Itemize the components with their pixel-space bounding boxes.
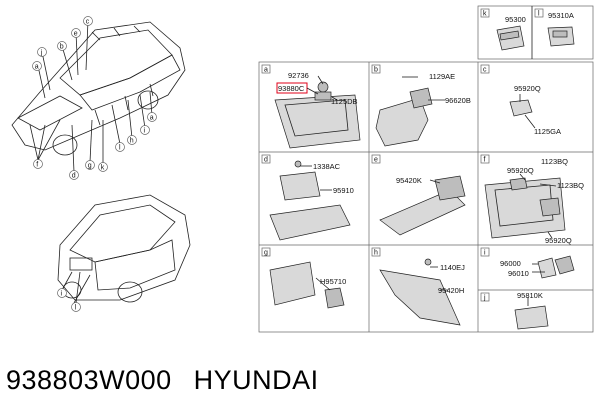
label-i-1: 96010 xyxy=(508,269,529,278)
callout-front-5: a xyxy=(150,115,154,122)
label-f-1: 95920Q xyxy=(507,166,534,175)
panel-letter-c-text: c xyxy=(483,67,487,74)
label-c-0: 95920Q xyxy=(514,84,541,93)
label-b-0: 1129AE xyxy=(429,72,455,81)
front-callouts xyxy=(29,19,153,173)
callout-front-1: e xyxy=(74,31,78,38)
label-d-1: 95910 xyxy=(333,186,354,195)
panel-letter-k: k xyxy=(480,8,490,18)
front-callout-letters: c e b j a f d g k l h i a xyxy=(32,16,157,180)
label-l-0: 95310A xyxy=(548,11,574,20)
panel-letter-l: l xyxy=(534,8,544,18)
panel-letter-g-text: g xyxy=(264,250,268,257)
part-number: 938803W000 xyxy=(6,365,172,395)
label-k-0: 95300 xyxy=(505,15,526,24)
panel-letter-b-text: b xyxy=(374,67,378,74)
callout-rear-0: i xyxy=(61,291,63,298)
rear-callout-letters: i l xyxy=(57,288,81,312)
part-d-module xyxy=(269,160,351,241)
panel-letter-h-text: h xyxy=(374,250,378,257)
callout-front-4: a xyxy=(35,64,39,71)
label-e-0: 95420K xyxy=(396,176,422,185)
part-l-module xyxy=(547,26,575,47)
part-i-sensor xyxy=(537,255,575,279)
callout-front-7: i xyxy=(144,128,146,135)
brand-name: HYUNDAI xyxy=(193,365,319,395)
label-h-0: 1140EJ xyxy=(440,263,465,272)
part-g-sensor xyxy=(269,261,345,309)
label-f-0: 1123BQ xyxy=(541,157,568,166)
panel-letter-e-text: e xyxy=(374,157,378,164)
panel-letter-c: c xyxy=(480,64,490,74)
car-rear-view xyxy=(57,194,191,304)
part-j-module xyxy=(514,305,549,330)
callout-front-2: b xyxy=(60,44,64,51)
callout-front-10: d xyxy=(72,173,76,180)
panel-letter-b: b xyxy=(371,64,381,74)
panel-letter-l-text: l xyxy=(538,11,540,18)
label-c-1: 1125GA xyxy=(534,127,561,136)
panel-letter-h: h xyxy=(371,247,381,257)
callout-front-8: g xyxy=(88,163,92,170)
panel-letter-d-text: d xyxy=(264,157,268,164)
callout-front-9: k xyxy=(101,165,105,172)
diagram-labels: k l a b c d e f g h i j 95300 95310A 927… xyxy=(32,8,584,312)
panel-letter-e: e xyxy=(371,154,381,164)
label-j-0: 95810K xyxy=(517,291,543,300)
callout-front-6: h xyxy=(130,138,134,145)
label-a-0: 92736 xyxy=(288,71,309,80)
label-d-0: 1338AC xyxy=(313,162,341,171)
panel-letter-d: d xyxy=(261,154,271,164)
label-i-0: 96000 xyxy=(500,259,521,268)
label-g-0: H95710 xyxy=(320,277,346,286)
label-f-2: 1123BQ xyxy=(557,181,584,190)
callout-front-11: l xyxy=(119,145,121,152)
part-a-radiator-support xyxy=(274,81,361,149)
label-a-1-highlighted: 93880C xyxy=(278,84,305,93)
panel-letter-a: a xyxy=(261,64,271,74)
panel-letter-k-text: k xyxy=(483,11,487,18)
part-k-module xyxy=(496,25,525,51)
label-h-1: 95420H xyxy=(438,286,464,295)
panel-letter-f: f xyxy=(480,154,490,164)
part-c-sensor xyxy=(509,99,533,117)
part-e-bracket xyxy=(379,175,466,236)
callout-front-0: c xyxy=(86,19,90,26)
caption: 938803W000 HYUNDAI xyxy=(6,365,341,396)
panel-letter-f-text: f xyxy=(484,157,486,164)
callout-front-3: j xyxy=(40,50,43,57)
panel-letter-j-text: j xyxy=(483,295,486,302)
callout-front-12: f xyxy=(36,162,38,169)
part-h-bracket xyxy=(379,258,461,326)
panel-letter-a-text: a xyxy=(264,67,268,74)
label-f-3: 95920Q xyxy=(545,236,572,245)
panel-letter-g: g xyxy=(261,247,271,257)
panel-letter-i-text: i xyxy=(484,250,486,257)
car-front-view xyxy=(11,21,186,156)
label-a-2: 1125DB xyxy=(331,97,358,106)
part-f-radiator-support xyxy=(484,177,566,239)
leader-lines xyxy=(300,75,557,306)
panel-letter-j: j xyxy=(480,292,490,302)
callout-rear-1: l xyxy=(75,305,77,312)
part-b-bracket xyxy=(375,87,433,147)
label-b-1: 96620B xyxy=(445,96,471,105)
panel-letter-i: i xyxy=(480,247,490,257)
